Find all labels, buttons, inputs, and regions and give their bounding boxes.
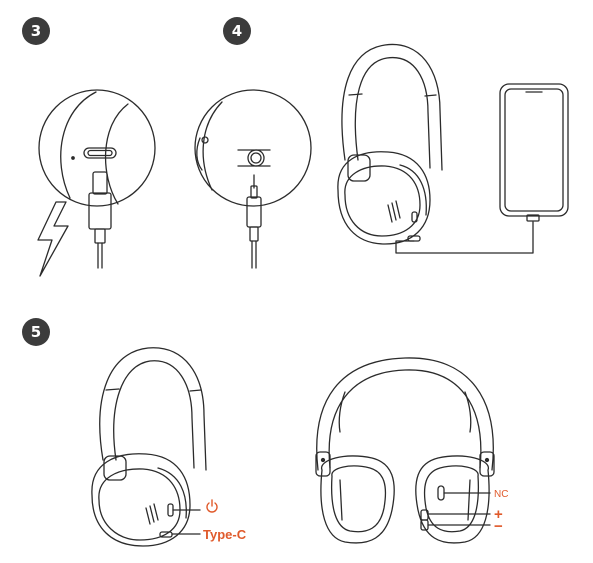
plus-label: +	[494, 506, 503, 523]
minus-label: −	[494, 518, 503, 535]
usb-c-port-closeup	[38, 89, 156, 207]
aux-port-closeup	[194, 89, 312, 207]
nc-label: NC	[494, 489, 508, 500]
type-c-label: Type-C	[203, 527, 247, 542]
headphones-side-view-top	[337, 43, 443, 245]
headphones-side-view-bottom	[91, 347, 207, 547]
aux-cable	[246, 174, 262, 269]
smartphone	[499, 83, 569, 222]
usb-c-cable	[88, 171, 112, 269]
headphones-front-view	[315, 357, 495, 544]
step-badge-5: 5	[22, 318, 50, 346]
step-badge-4: 4	[223, 17, 251, 45]
connecting-cable	[395, 221, 534, 254]
lightning-icon	[37, 201, 69, 277]
step-badge-3: 3	[22, 17, 50, 45]
power-icon	[206, 499, 218, 513]
